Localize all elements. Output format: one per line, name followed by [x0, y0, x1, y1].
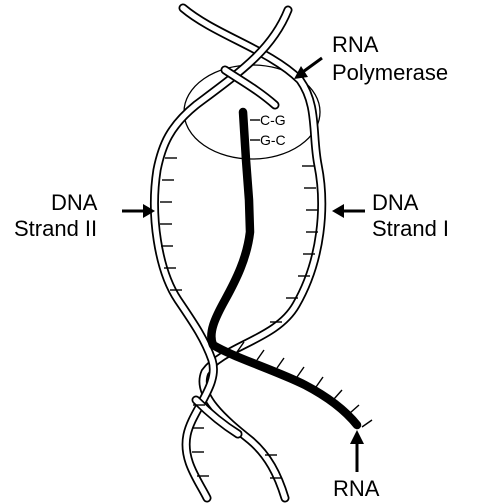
rna-polymerase-label-line2: Polymerase — [332, 60, 448, 85]
rna-polymerase-label-line1: RNA — [332, 32, 379, 57]
rna-label: RNA — [333, 476, 380, 501]
rna-strand — [211, 112, 357, 425]
dna-strand-i-arrowhead — [332, 204, 344, 218]
dna-strand-ii-label-line2: Strand II — [14, 216, 97, 241]
base-pair-1-label: C-G — [260, 112, 286, 128]
strand-i-base-ticks — [265, 166, 318, 478]
base-pair-2-label: G-C — [260, 132, 286, 148]
dna-strand-i-label-line1: DNA — [372, 190, 419, 215]
dna-strand-i-label-line2: Strand I — [372, 216, 449, 241]
rna-arrowhead — [350, 430, 364, 444]
dna-strand-ii-label-line1: DNA — [51, 190, 98, 215]
